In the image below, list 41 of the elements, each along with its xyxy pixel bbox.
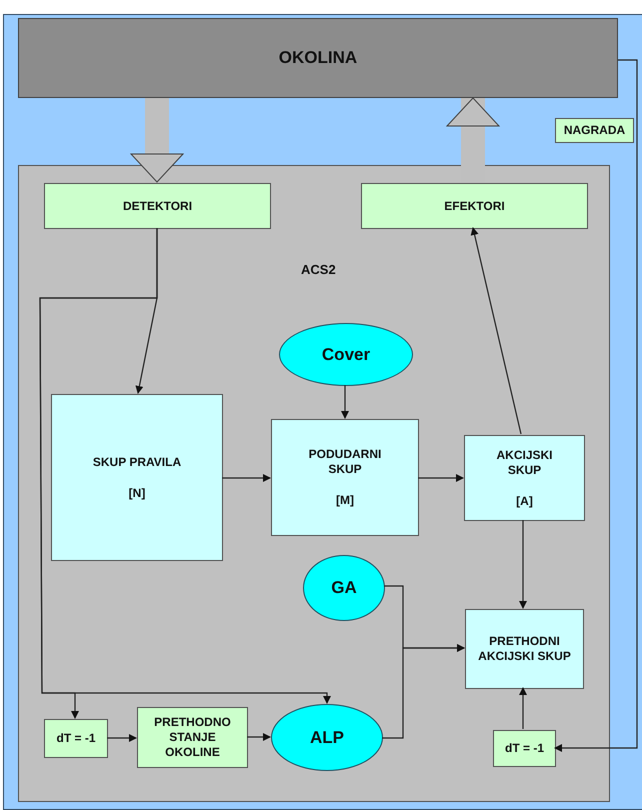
process-box [493, 730, 556, 767]
arrow [554, 59, 638, 752]
process-box [51, 394, 223, 561]
node-label: AKCIJSKI SKUP [495, 448, 554, 478]
arrow [222, 474, 271, 482]
node-label: PODUDARNI SKUP [308, 447, 382, 477]
node-label: [A] [515, 494, 534, 508]
system-panel [18, 165, 610, 802]
node-label: NAGRADA [562, 123, 626, 138]
process-box [361, 183, 588, 229]
node-label: PRETHODNO STANJE OKOLINE [153, 715, 232, 760]
process-box [464, 435, 585, 521]
node-label: Cover [320, 344, 372, 366]
arrow [382, 644, 465, 739]
process-box [137, 707, 248, 768]
arrow [470, 227, 522, 434]
panel-title: ACS2 [301, 261, 336, 279]
node-label: PRETHODNI AKCIJSKI SKUP [477, 634, 572, 664]
node-label: OKOLINA [278, 47, 358, 69]
node-label: dT = -1 [504, 741, 545, 756]
process-box [465, 609, 584, 689]
arrow [39, 228, 331, 704]
process-box [44, 183, 271, 229]
node-label: dT = -1 [55, 731, 96, 746]
arrow [341, 385, 349, 419]
environment-box [18, 18, 618, 98]
node-label: DETEKTORI [122, 198, 194, 214]
node-label: [N] [128, 486, 146, 500]
node-label: [M] [335, 493, 355, 508]
arrow [519, 687, 527, 729]
arrow [107, 734, 137, 742]
arrow [247, 733, 271, 741]
node-label: ALP [309, 726, 345, 748]
reward-box [555, 118, 634, 143]
node-label: GA [330, 577, 358, 599]
node-label: EFEKTORI [443, 198, 506, 214]
node-label: SKUP PRAVILA [92, 454, 182, 470]
process-box [271, 419, 419, 536]
process-box [44, 719, 108, 758]
arrow [418, 474, 464, 482]
arrow [519, 520, 527, 609]
